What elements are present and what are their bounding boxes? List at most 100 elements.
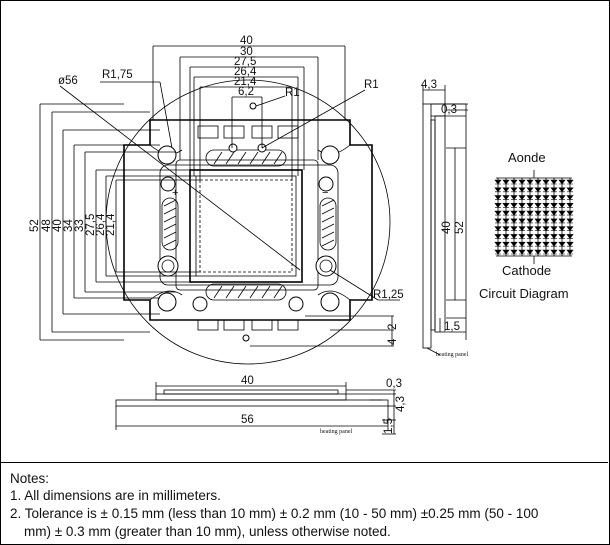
led-diode-icon xyxy=(510,187,518,193)
side-dim-4-3: 4,3 xyxy=(421,79,437,91)
led-diode-icon xyxy=(566,203,574,208)
led-diode-icon xyxy=(502,234,510,239)
led-diode-icon xyxy=(550,203,558,208)
led-diode-icon xyxy=(558,226,566,232)
led-diode-icon xyxy=(534,210,542,216)
r125-label: R1,25 xyxy=(373,289,404,301)
terminal-pads xyxy=(161,149,337,301)
led-diode-icon xyxy=(494,203,502,208)
top-tabs xyxy=(197,125,299,139)
circuit-title: Circuit Diagram xyxy=(479,286,569,301)
led-diode-icon xyxy=(494,234,502,239)
led-diode-icon xyxy=(534,179,542,185)
led-diode-icon xyxy=(494,226,502,232)
led-square-inner xyxy=(195,175,297,277)
led-diode-icon xyxy=(566,187,574,193)
side-dim-52: 52 xyxy=(454,221,466,234)
side-dim-40: 40 xyxy=(441,221,453,234)
led-diode-icon xyxy=(518,203,526,208)
led-diode-icon xyxy=(502,203,510,208)
led-diode-icon xyxy=(534,203,542,208)
led-diode-icon xyxy=(510,179,518,185)
led-diode-icon xyxy=(534,226,542,232)
led-diode-icon xyxy=(542,187,550,193)
led-diode-icon xyxy=(494,241,502,247)
led-diode-icon xyxy=(510,218,518,224)
bottom-dim-0-3: 0,3 xyxy=(386,378,402,390)
led-diode-icon xyxy=(558,203,566,208)
led-diode-icon xyxy=(494,210,502,216)
bottom-dim-4-3: 4,3 xyxy=(395,396,407,412)
circuit-diagram: Aonde Cathode Circuit Diagram xyxy=(479,150,574,301)
dim-h-40: 40 xyxy=(240,35,253,47)
led-diode-icon xyxy=(526,203,534,208)
led-diode-icon xyxy=(502,249,510,255)
notes-line-2b: mm) ± 0.3 mm (greater than 10 mm), unles… xyxy=(24,524,391,539)
technical-drawing: + − 40 30 27,5 26,4 21,4 6,2 xyxy=(29,35,574,435)
led-diode-icon xyxy=(558,249,566,255)
led-diode-icon xyxy=(526,195,534,201)
dim-v-48: 48 xyxy=(41,219,53,232)
led-diode-icon xyxy=(558,195,566,201)
led-diode-icon xyxy=(542,226,550,232)
led-diode-icon xyxy=(542,210,550,216)
led-diode-icon xyxy=(566,210,574,216)
led-diode-icon xyxy=(558,179,566,185)
led-diode-icon xyxy=(558,234,566,239)
side-heating-panel-label: heating panel xyxy=(436,352,468,358)
dim-v-52: 52 xyxy=(29,219,41,232)
notes-line-2a: 2. Tolerance is ± 0.15 mm (less than 10 … xyxy=(10,506,539,521)
led-diode-icon xyxy=(510,210,518,216)
led-diode-icon xyxy=(534,249,542,255)
led-diode-icon xyxy=(518,195,526,201)
notes-line-1: 1. All dimensions are in millimeters. xyxy=(10,488,221,503)
led-diode-icon xyxy=(566,249,574,255)
bottom-small-dims xyxy=(250,315,394,347)
top-view: + − 40 30 27,5 26,4 21,4 6,2 xyxy=(29,35,404,365)
led-diode-icon xyxy=(534,218,542,224)
side-view: 4,3 0,3 40 52 1,5 heating panel xyxy=(421,79,468,358)
led-diode-icon xyxy=(550,179,558,185)
led-square-core xyxy=(199,179,293,273)
led-diode-icon xyxy=(510,234,518,239)
led-diode-icon xyxy=(566,179,574,185)
led-diode-icon xyxy=(494,187,502,193)
side-dim-0-3: 0,3 xyxy=(441,104,457,116)
mounting-holes xyxy=(157,102,340,342)
led-diode-icon xyxy=(510,226,518,232)
dim-h-6-2: 6,2 xyxy=(238,86,254,98)
led-diode-icon xyxy=(542,195,550,201)
notes-heading: Notes: xyxy=(10,471,50,486)
plus-sign: + xyxy=(172,187,178,199)
leader-lines xyxy=(59,81,400,301)
led-diode-icon xyxy=(510,195,518,201)
led-diode-icon xyxy=(542,218,550,224)
dim-v-27-5: 27,5 xyxy=(85,214,97,236)
led-diode-icon xyxy=(550,195,558,201)
side-dim-1-5: 1,5 xyxy=(444,321,460,333)
notes-section: Notes: 1. All dimensions are in millimet… xyxy=(0,462,608,545)
bottom-body xyxy=(155,393,347,401)
led-diode-icon xyxy=(526,226,534,232)
led-diode-icon xyxy=(518,179,526,185)
dim-h-27-5: 27,5 xyxy=(234,56,256,68)
led-diode-icon xyxy=(518,210,526,216)
dim-v-21-4: 21,4 xyxy=(105,213,117,236)
inner-frame-2 xyxy=(175,159,319,291)
bottom-dim-56: 56 xyxy=(241,414,254,426)
led-diode-icon xyxy=(494,218,502,224)
dim-v-40: 40 xyxy=(52,219,64,232)
led-diode-icon xyxy=(566,234,574,239)
led-diode-icon xyxy=(550,226,558,232)
led-diode-icon xyxy=(566,195,574,201)
led-diode-icon xyxy=(502,195,510,201)
led-array xyxy=(494,178,574,256)
led-diode-icon xyxy=(510,249,518,255)
led-diode-icon xyxy=(518,241,526,247)
dim-2: 2 xyxy=(387,324,399,330)
led-diode-icon xyxy=(526,234,534,239)
led-diode-icon xyxy=(518,234,526,239)
r175-label: R1,75 xyxy=(102,69,133,81)
led-diode-icon xyxy=(518,226,526,232)
led-diode-icon xyxy=(494,195,502,201)
